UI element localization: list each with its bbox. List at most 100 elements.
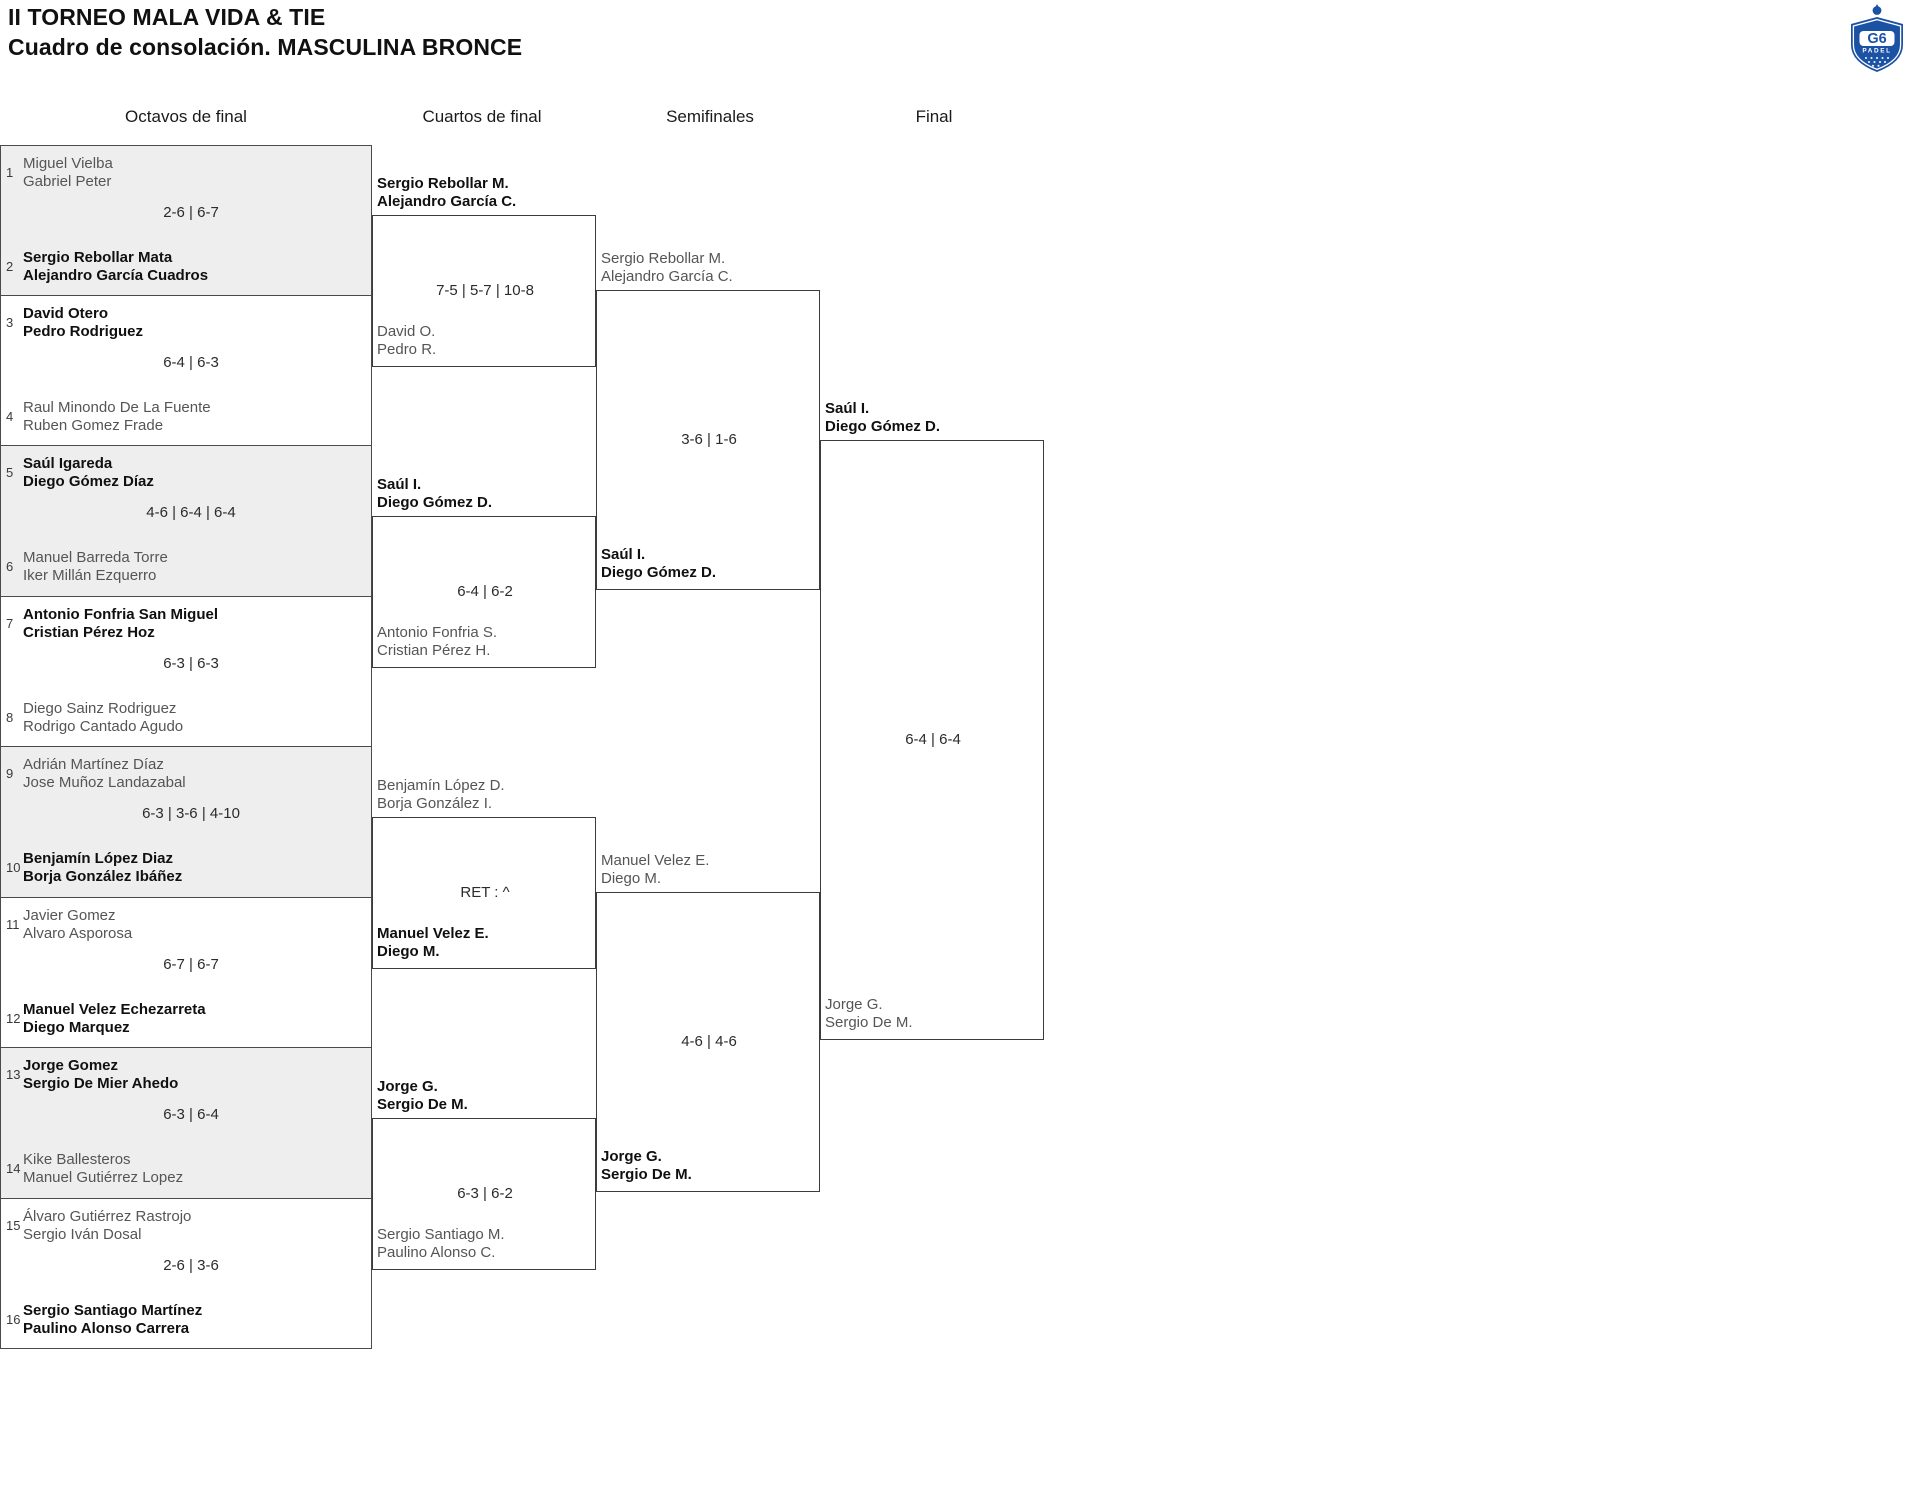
logo-text: G6 — [1867, 31, 1886, 47]
player-name: Jorge G. — [377, 1078, 438, 1095]
seed-number: 7 — [6, 615, 14, 631]
player-name: Diego Gómez D. — [825, 418, 941, 435]
player-name: Jorge G. — [601, 1148, 662, 1165]
player-name: Sergio Rebollar M. — [377, 175, 509, 192]
g6-padel-logo: G6 PADEL — [1846, 2, 1908, 74]
sf-team-top: Manuel Velez E.Diego M. — [601, 852, 709, 888]
player-name: Antonio Fonfria San Miguel — [23, 605, 218, 623]
seed-number: 11 — [6, 916, 20, 932]
player-name: Sergio Rebollar Mata — [23, 249, 173, 266]
player-name: Miguel Vielba — [23, 155, 113, 172]
player-name: Jorge Gomez — [23, 1057, 119, 1074]
player-name: Benjamín López D. — [377, 777, 505, 794]
player-name: Sergio Rebollar M. — [601, 250, 726, 267]
player-name: Iker Millán Ezquerro — [23, 567, 157, 584]
seed-number: 6 — [6, 559, 14, 574]
player-name: Rodrigo Cantado Agudo — [23, 717, 184, 735]
r16-score: 4-6 | 6-4 | 6-4 — [146, 504, 236, 521]
player-name: Javier Gomez — [23, 906, 116, 924]
qf-team-bottom: David O.Pedro R. — [377, 323, 436, 359]
player-name: Raul Minondo De La Fuente — [23, 398, 211, 416]
player-name: David Otero — [23, 304, 109, 322]
qf-match-3[interactable]: RET : ^ — [372, 817, 596, 969]
qf-score: 7-5 | 5-7 | 10-8 — [436, 282, 534, 299]
player-name: Alvaro Asporosa — [23, 924, 133, 942]
r16-score: 6-3 | 3-6 | 4-10 — [142, 805, 240, 822]
qf-score: 6-4 | 6-2 — [457, 583, 513, 600]
player-name: Borja González I. — [377, 795, 493, 812]
sf-team-top: Sergio Rebollar M.Alejandro García C. — [601, 250, 733, 286]
qf-match-1[interactable]: 7-5 | 5-7 | 10-8 — [372, 215, 596, 367]
sf-match-1[interactable]: 3-6 | 1-6 — [596, 290, 820, 590]
player-name: Antonio Fonfria S. — [377, 624, 498, 641]
r16-score: 6-3 | 6-4 — [163, 1106, 219, 1123]
player-name: Álvaro Gutiérrez Rastrojo — [23, 1207, 192, 1225]
qf-team-top: Sergio Rebollar M.Alejandro García C. — [377, 175, 516, 211]
sf-score: 3-6 | 1-6 — [681, 431, 737, 448]
final-team-top: Saúl I.Diego Gómez D. — [825, 400, 940, 436]
qf-score: 6-3 | 6-2 — [457, 1185, 513, 1202]
player-name: Diego Marquez — [23, 1018, 130, 1036]
player-name: Manuel Velez E. — [377, 925, 489, 942]
seed-number: 4 — [6, 408, 14, 424]
player-name: Diego M. — [377, 943, 440, 960]
player-name: Jose Muñoz Landazabal — [23, 774, 186, 791]
round-header-final: Final — [915, 107, 953, 126]
player-name: Diego M. — [601, 870, 662, 887]
player-name: Saúl I. — [825, 400, 870, 417]
seed-number: 1 — [6, 165, 14, 180]
final-score: 6-4 | 6-4 — [905, 731, 961, 748]
player-name: Sergio De M. — [825, 1014, 913, 1031]
qf-team-bottom: Antonio Fonfria S.Cristian Pérez H. — [377, 624, 497, 660]
seed-number: 9 — [6, 766, 14, 781]
seed-number: 3 — [6, 314, 14, 330]
player-name: Sergio De Mier Ahedo — [23, 1075, 179, 1092]
player-name: Adrián Martínez Díaz — [23, 756, 164, 773]
player-name: Diego Sainz Rodriguez — [23, 699, 177, 717]
player-name: Manuel Velez Echezarreta — [23, 1000, 206, 1018]
player-name: Saúl I. — [601, 546, 646, 563]
qf-score: RET : ^ — [460, 884, 510, 901]
sf-match-2[interactable]: 4-6 | 4-6 — [596, 892, 820, 1192]
seed-number: 5 — [6, 465, 14, 480]
seed-number: 14 — [6, 1161, 21, 1176]
player-name: Manuel Gutiérrez Lopez — [23, 1169, 184, 1186]
player-name: Sergio Santiago Martínez — [23, 1301, 203, 1319]
round-header-qf: Cuartos de final — [422, 107, 542, 126]
player-name: Sergio De M. — [377, 1096, 468, 1113]
player-name: Paulino Alonso C. — [377, 1244, 496, 1261]
final-match-1[interactable]: 6-4 | 6-4 — [820, 440, 1044, 1040]
player-name: Diego Gómez Díaz — [23, 473, 154, 490]
seed-number: 12 — [6, 1010, 21, 1026]
qf-match-2[interactable]: 6-4 | 6-2 — [372, 516, 596, 668]
player-name: Borja González Ibáñez — [23, 868, 183, 885]
player-name: Sergio De M. — [601, 1166, 692, 1183]
player-name: Saúl Igareda — [23, 455, 113, 472]
qf-match-4[interactable]: 6-3 | 6-2 — [372, 1118, 596, 1270]
seed-number: 15 — [6, 1217, 21, 1233]
player-name: Diego Gómez D. — [377, 494, 493, 511]
player-name: Pedro Rodriguez — [23, 322, 144, 340]
